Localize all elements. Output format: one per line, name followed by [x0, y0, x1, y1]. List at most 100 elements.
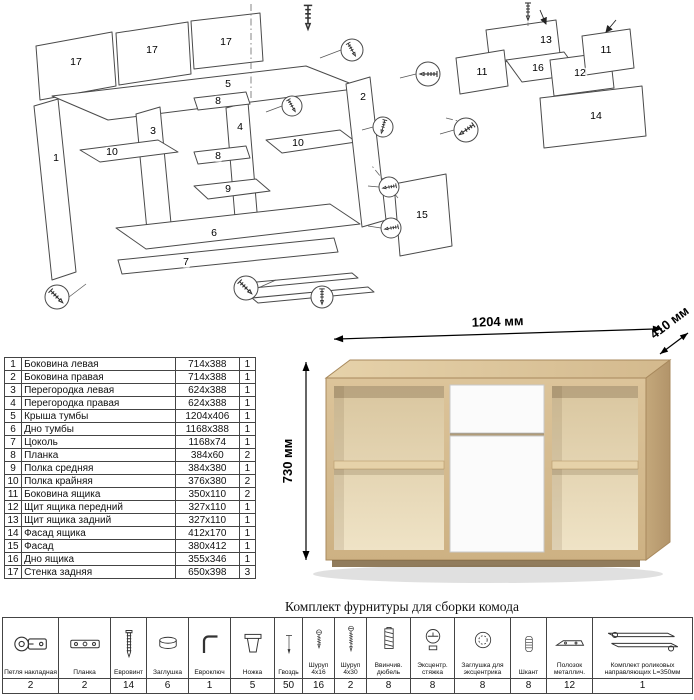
part-num: 9 — [3, 461, 23, 475]
part-number-callout: 10 — [291, 136, 305, 149]
part-size: 714x388 — [174, 370, 240, 384]
hardware-item-name: Комплект роликовых направляющих L=350мм — [604, 661, 681, 677]
hardware-item: Заглушка для эксцентрика — [454, 617, 511, 679]
part-name: Щит ящика передний — [21, 500, 176, 514]
part-qty: 1 — [238, 422, 257, 436]
part-size: 355x346 — [174, 552, 240, 566]
hardware-item-qty: 1 — [592, 678, 693, 694]
part-num: 6 — [3, 422, 23, 436]
part-number-callout: 17 — [69, 55, 83, 68]
height-dimension-arrow: 730 мм — [280, 362, 310, 560]
part-size: 384x380 — [174, 461, 240, 475]
part-num: 4 — [3, 396, 23, 410]
part-number-callout: 6 — [210, 226, 218, 239]
product-render: 1204 мм 410 мм 730 мм — [276, 303, 694, 604]
drawer-front — [449, 384, 545, 434]
hardware-item-qty: 14 — [110, 678, 147, 694]
hardware-item-qty: 2 — [2, 678, 59, 694]
hardware-item-qty: 12 — [546, 678, 593, 694]
part-number-callout: 9 — [224, 182, 232, 195]
cam-cover-icon — [456, 619, 510, 662]
part-name: Цоколь — [21, 435, 176, 449]
hardware-item-name: Полозок металлич. — [553, 661, 586, 677]
hardware-item-name: Шуруп 4x16 — [308, 661, 329, 677]
hardware-item: Ножка — [230, 617, 275, 679]
leg-icon — [232, 619, 274, 670]
width-dimension-label: 1204 мм — [472, 313, 524, 330]
hardware-item: Планка — [58, 617, 111, 679]
part-number-callout: 8 — [214, 94, 222, 107]
hardware-item-name: Заглушка для эксцентрика — [461, 661, 504, 677]
screw-long-icon — [336, 619, 366, 662]
part-name: Стенка задняя — [21, 565, 176, 579]
part-name: Боковина ящика — [21, 487, 176, 501]
hardware-item-name: Петля накладная — [4, 669, 57, 677]
runner-icon — [548, 619, 592, 662]
part-qty: 2 — [238, 474, 257, 488]
part-name: Щит ящика задний — [21, 513, 176, 527]
dowel-icon — [512, 619, 546, 670]
floor-shadow — [313, 565, 663, 583]
part-qty: 1 — [238, 357, 257, 371]
part-num: 1 — [3, 357, 23, 371]
hardware-item: Шуруп 4x16 — [302, 617, 335, 679]
part-size: 327x110 — [174, 513, 240, 527]
cap-icon — [148, 619, 188, 670]
dresser-render: 1204 мм 410 мм 730 мм — [280, 303, 692, 583]
part-number-callout: 10 — [105, 145, 119, 158]
part-qty: 3 — [238, 565, 257, 579]
hardware-item-qty: 16 — [302, 678, 335, 694]
part-name: Боковина левая — [21, 357, 176, 371]
hardware-item-name: Эксцентр. стяжка — [417, 661, 448, 677]
part-number-callout: 11 — [475, 65, 489, 78]
hardware-item: Комплект роликовых направляющих L=350мм — [592, 617, 693, 679]
part-qty: 1 — [238, 513, 257, 527]
hardware-item: Заглушка — [146, 617, 189, 679]
part-num: 5 — [3, 409, 23, 423]
hardware-item-qty: 5 — [230, 678, 275, 694]
part-num: 8 — [3, 448, 23, 462]
part-name: Фасад — [21, 539, 176, 553]
part-size: 650x398 — [174, 565, 240, 579]
part-num: 11 — [3, 487, 23, 501]
hardware-item-name: Планка — [73, 669, 96, 677]
part-number-callout: 16 — [531, 61, 545, 74]
hardware-item-name: Гвоздь — [278, 669, 299, 677]
part-size: 714x388 — [174, 357, 240, 371]
hardware-item-name: Евроключ — [194, 669, 225, 677]
part-qty: 1 — [238, 461, 257, 475]
hardware-item-qty: 6 — [146, 678, 189, 694]
width-dimension-arrow: 1204 мм — [334, 313, 662, 343]
part-number-callout: 14 — [589, 109, 603, 122]
part-size: 327x110 — [174, 500, 240, 514]
depth-dimension-arrow: 410 мм — [647, 303, 692, 355]
hardware-kit-title: Комплект фурнитуры для сборки комода — [284, 599, 519, 614]
part-num: 2 — [3, 370, 23, 384]
part-number-callout: 4 — [236, 120, 244, 133]
part-name: Перегородка правая — [21, 396, 176, 410]
part-num: 15 — [3, 539, 23, 553]
exploded-diagram-linework — [33, 2, 647, 310]
plinth — [332, 560, 640, 567]
part-size: 380x412 — [174, 539, 240, 553]
part-size: 624x388 — [174, 396, 240, 410]
height-dimension-label: 730 мм — [280, 439, 295, 484]
part-name: Полка средняя — [21, 461, 176, 475]
part-number-callout: 12 — [573, 66, 587, 79]
part-size: 376x380 — [174, 474, 240, 488]
part-qty: 1 — [238, 552, 257, 566]
part-name: Планка — [21, 448, 176, 462]
part-num: 12 — [3, 500, 23, 514]
hardware-item-qty: 8 — [454, 678, 511, 694]
